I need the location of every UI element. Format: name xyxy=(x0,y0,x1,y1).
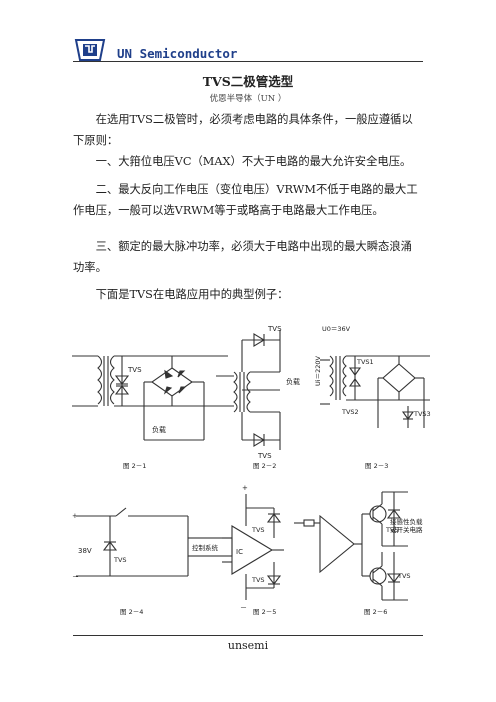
f1-tvs-label: TVS xyxy=(127,366,142,374)
f6-load-label-line2: 或开关电路 xyxy=(390,525,423,534)
f2-caption: 图 2－2 xyxy=(253,462,276,470)
f6-tvs-bottom-label: TVS xyxy=(397,572,411,580)
figure-2-6: TVS TVS 接感性负载 或开关电路 图 2－6 xyxy=(294,491,423,616)
figure-2-2: TVS TVS 负载 图 2－2 xyxy=(216,325,300,470)
f4-caption: 图 2－4 xyxy=(120,608,143,616)
f5-tvs-bottom-label: TVS xyxy=(251,576,265,584)
paragraph-rule-1: 一、大箝位电压VC（MAX）不大于电路的最大允许安全电压。 xyxy=(95,155,412,168)
paragraph-rule-2: 二、最大反向工作电压（变位电压）VRWM不低于电路的最大工作电压，一般可以选VR… xyxy=(73,183,418,217)
f3-tvs2-label: TVS2 xyxy=(341,408,359,416)
f1-caption: 图 2－1 xyxy=(123,462,146,470)
figure-2-5: + IC － TVS TVS 图 2－5 xyxy=(222,484,284,616)
f5-plus-label: + xyxy=(242,484,248,492)
f2-tvs-top-label: TVS xyxy=(267,325,282,333)
f3-tvs1-label: TVS1 xyxy=(356,358,374,366)
paragraph-rule-3: 三、额定的最大脉冲功率，必须大于电路中出现的最大瞬态浪涌功率。 xyxy=(73,240,412,274)
figure-2-1: TVS 负载 图 2－1 xyxy=(72,355,228,470)
f3-u0-label: U0＝36V xyxy=(322,325,351,333)
f3-caption: 图 2－3 xyxy=(365,462,388,470)
brand-name: UN Semiconductor xyxy=(117,46,238,61)
page-title: TVS二极管选型 xyxy=(202,74,294,89)
f5-minus-label: － xyxy=(240,604,247,612)
figure-2-4: + 控制系统 － 38V TVS 图 2－4 xyxy=(72,507,233,616)
f5-ic-label: IC xyxy=(236,548,243,556)
f6-tvs-top-label: TVS xyxy=(385,526,399,534)
header-divider xyxy=(73,61,423,62)
f3-tvs3-label: TVS3 xyxy=(413,410,431,418)
f2-tvs-bottom-label: TVS xyxy=(257,452,272,460)
f2-load-label: 负载 xyxy=(286,377,300,386)
f3-ui-label: Ui＝220V xyxy=(314,356,322,386)
f4-minus-label: － xyxy=(72,573,79,581)
f6-caption: 图 2－6 xyxy=(364,608,387,616)
f4-voltage-label: 38V xyxy=(78,547,92,555)
circuit-figures: TVS 负载 图 2－1 TVS TVS 负载 图 2－2 U0＝36V Ui＝… xyxy=(72,325,431,616)
paragraph-examples: 下面是TVS在电路应用中的典型例子： xyxy=(95,288,289,301)
f6-load-label-line1: 接感性负载 xyxy=(390,517,423,526)
f4-plus-label: + xyxy=(72,512,78,520)
page-subtitle: 优恩半导体（UN ） xyxy=(209,94,287,104)
f5-tvs-top-label: TVS xyxy=(251,526,265,534)
page-header: UN Semiconductor xyxy=(73,37,423,67)
company-logo xyxy=(74,39,106,61)
footer-divider xyxy=(73,635,423,636)
paragraph-intro: 在选用TVS二极管时，必须考虑电路的具体条件，一般应遵循以下原则： xyxy=(73,113,413,147)
figure-2-3: U0＝36V Ui＝220V TVS1 TVS2 TVS3 图 2－3 xyxy=(314,325,431,470)
f5-caption: 图 2－5 xyxy=(253,608,276,616)
f4-control-system-label: 控制系统 xyxy=(192,543,219,552)
f1-load-label: 负载 xyxy=(152,425,166,434)
f4-tvs-label: TVS xyxy=(113,556,127,564)
page-footer: unsemi xyxy=(227,639,269,652)
